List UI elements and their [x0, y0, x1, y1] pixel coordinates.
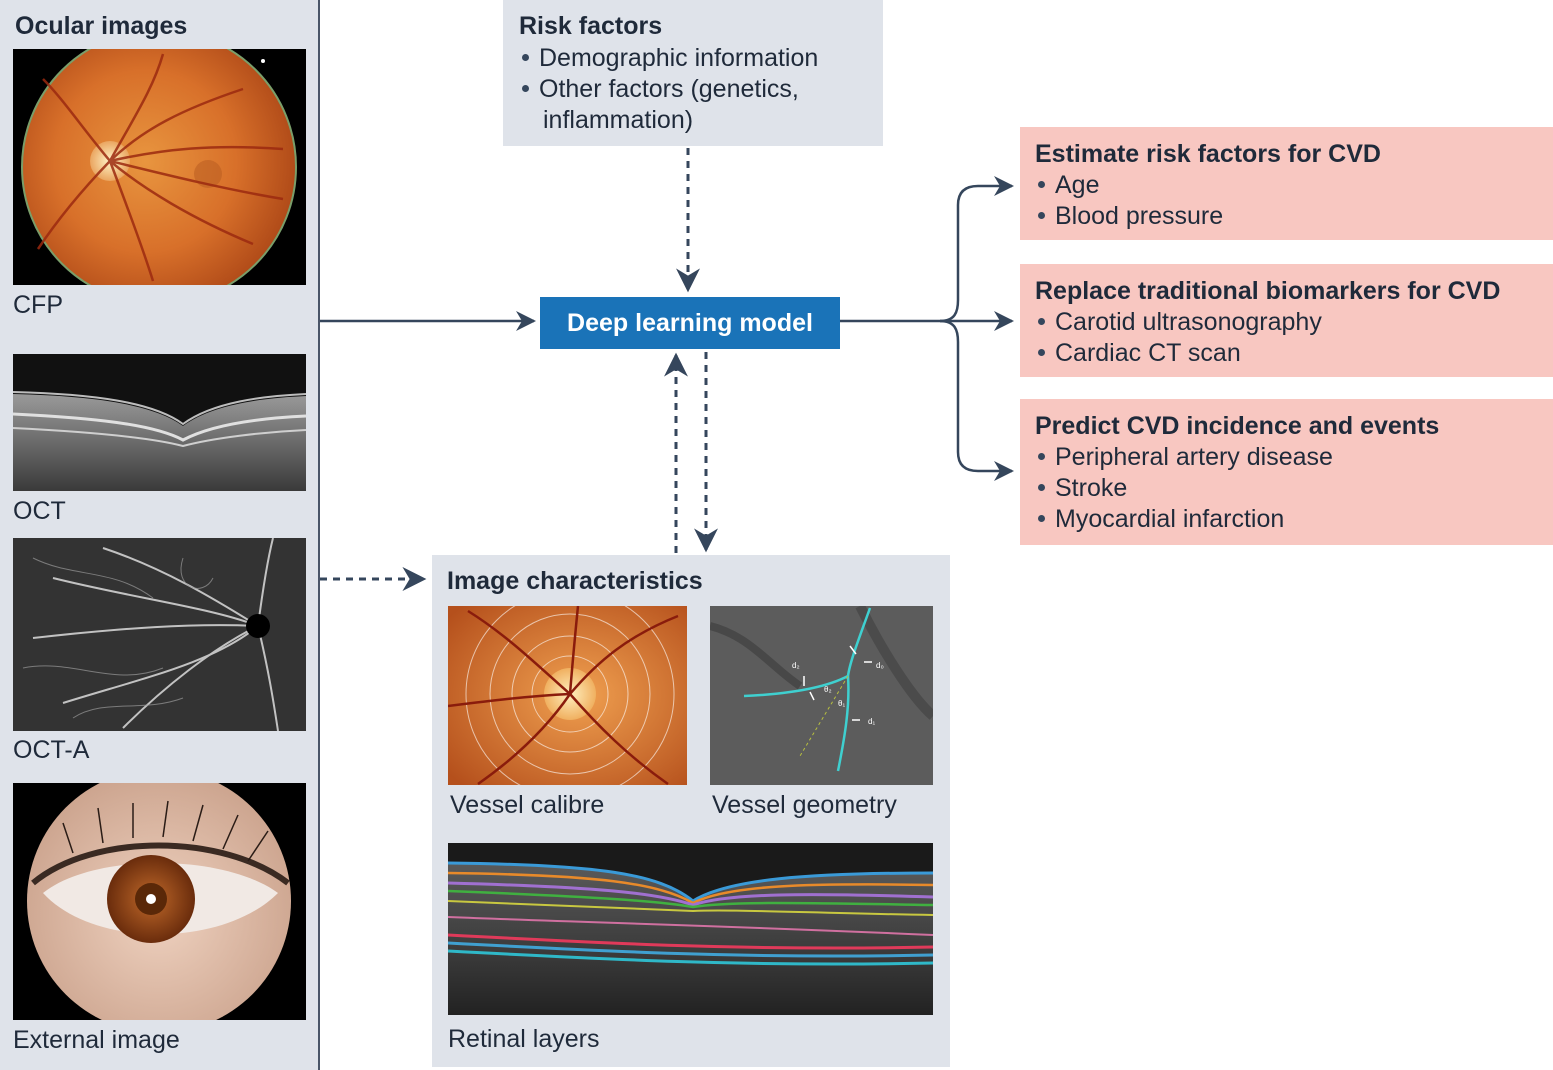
- arrow-model-to-outputs-trunk: [840, 176, 1014, 323]
- retinal-layers-image: [448, 843, 933, 1015]
- output-list-replace-biomarkers: Carotid ultrasonography Cardiac CT scan: [1038, 307, 1322, 369]
- svg-text:θ₁: θ₁: [838, 699, 845, 708]
- output-title-replace-biomarkers: Replace traditional biomarkers for CVD: [1035, 277, 1501, 305]
- svg-text:θ₂: θ₂: [824, 685, 832, 694]
- bullet-icon: [1038, 211, 1045, 219]
- output-title-predict-cvd: Predict CVD incidence and events: [1035, 412, 1440, 440]
- ocular-images-title: Ocular images: [15, 12, 188, 40]
- bullet-icon: [1038, 514, 1045, 522]
- bullet-icon: [1038, 317, 1045, 325]
- bullet-icon: [1038, 348, 1045, 356]
- bullet-icon: [1038, 483, 1045, 491]
- risk-factor-item: Other factors (genetics,: [522, 74, 818, 105]
- output-list-estimate-risk-factors: Age Blood pressure: [1038, 170, 1223, 232]
- vessel-geometry-image: d₂ d₀ θ₂ θ₁ d₁: [710, 606, 933, 785]
- risk-factors-title: Risk factors: [519, 12, 663, 40]
- oct-image: [13, 354, 306, 491]
- output-list-predict-cvd: Peripheral artery disease Stroke Myocard…: [1038, 442, 1333, 535]
- output-item: Peripheral artery disease: [1038, 442, 1333, 473]
- risk-factor-item-continued: inflammation): [543, 106, 694, 134]
- output-box-estimate-risk-factors: [1020, 127, 1553, 240]
- vessel-geometry-label: Vessel geometry: [712, 791, 897, 819]
- deep-learning-model-box: Deep learning model: [540, 297, 840, 349]
- svg-text:d₁: d₁: [868, 717, 875, 726]
- external-image: [13, 783, 306, 1020]
- octa-image: [13, 538, 306, 731]
- external-image-label: External image: [13, 1026, 180, 1054]
- ocular-panel-border: [318, 0, 320, 1070]
- output-item: Cardiac CT scan: [1038, 338, 1322, 369]
- cfp-image: [13, 49, 306, 285]
- risk-factor-item: Demographic information: [522, 43, 818, 74]
- output-item: Carotid ultrasonography: [1038, 307, 1322, 338]
- output-item: Stroke: [1038, 473, 1333, 504]
- bullet-icon: [522, 53, 529, 61]
- arrow-model-to-output-predict: [939, 319, 1014, 481]
- vessel-calibre-label: Vessel calibre: [450, 791, 605, 819]
- bullet-icon: [522, 84, 529, 92]
- risk-factors-list: Demographic information Other factors (g…: [522, 43, 818, 136]
- octa-label: OCT-A: [13, 736, 90, 764]
- output-title-estimate-risk-factors: Estimate risk factors for CVD: [1035, 140, 1381, 168]
- output-box-predict-cvd: [1020, 399, 1553, 545]
- bullet-icon: [1038, 452, 1045, 460]
- vessel-calibre-image: [448, 606, 687, 785]
- bullet-icon: [1038, 180, 1045, 188]
- risk-factors-box: [503, 0, 883, 146]
- svg-text:d₂: d₂: [792, 661, 800, 670]
- output-item: Age: [1038, 170, 1223, 201]
- cfp-label: CFP: [13, 291, 63, 319]
- svg-text:d₀: d₀: [876, 661, 884, 670]
- output-item: Blood pressure: [1038, 201, 1223, 232]
- output-box-replace-biomarkers: [1020, 264, 1553, 377]
- output-item: Myocardial infarction: [1038, 504, 1333, 535]
- oct-label: OCT: [13, 497, 66, 525]
- image-characteristics-title: Image characteristics: [447, 567, 703, 595]
- retinal-layers-label: Retinal layers: [448, 1025, 600, 1053]
